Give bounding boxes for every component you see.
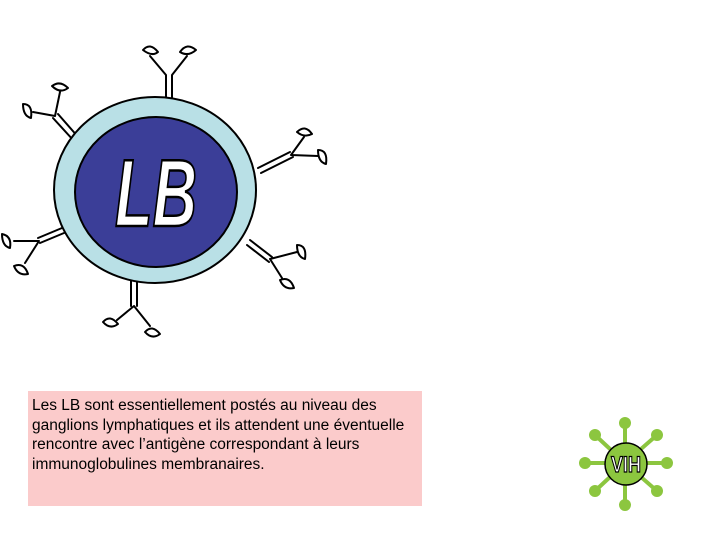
virus-label: VIH bbox=[611, 452, 641, 477]
antibody-bottom-left bbox=[102, 279, 161, 338]
antibody-top bbox=[142, 45, 197, 105]
virus-spikes bbox=[579, 417, 673, 511]
membrane-antibodies bbox=[1, 45, 328, 338]
antibody-lower-right bbox=[246, 239, 307, 290]
antibody-left bbox=[1, 227, 65, 276]
virus-body bbox=[604, 442, 648, 486]
antibody-upper-left bbox=[22, 82, 80, 142]
caption-box: Les LB sont essentiellement postés au ni… bbox=[28, 391, 422, 506]
cell-nucleus bbox=[74, 116, 238, 268]
vih-virus-icon: VIH bbox=[579, 417, 673, 511]
cell-label: LB bbox=[115, 140, 197, 247]
caption-text: Les LB sont essentiellement postés au ni… bbox=[32, 397, 405, 473]
antibody-upper-right bbox=[257, 127, 328, 174]
